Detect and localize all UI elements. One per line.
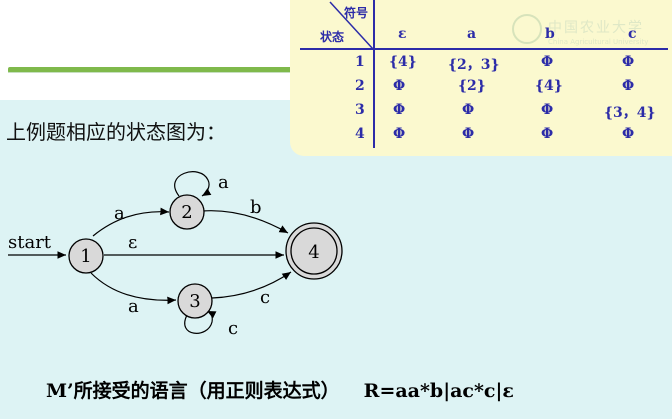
edge-3-4: [211, 271, 292, 299]
cell-4-b: Φ: [541, 126, 554, 142]
cell-4-a: Φ: [462, 126, 475, 142]
col-header-c: c: [628, 26, 637, 42]
loop-2: [174, 171, 212, 197]
col-header-epsilon: ε: [398, 26, 407, 42]
language-statement: M’所接受的语言（用正则表达式） R=aa*b|ac*c|ε: [46, 376, 514, 403]
row-state-1: 1: [355, 54, 365, 70]
edge-label-loop-3: c: [228, 318, 238, 339]
table-header-diagonal: [329, 1, 374, 50]
edge-1-3: [90, 272, 177, 305]
regex-expression: R=aa*b|ac*c|ε: [363, 380, 514, 402]
edge-label-1-4: ε: [128, 232, 137, 253]
state-node-4-inner: [290, 227, 338, 275]
green-divider: [8, 67, 298, 73]
state-node-1: [68, 238, 104, 274]
edge-label-1-2: a: [114, 203, 125, 224]
cell-4-epsilon: Φ: [393, 126, 406, 142]
table-state-rule: [373, 0, 375, 148]
row-state-4: 4: [355, 126, 365, 142]
transition-table-panel: [290, 0, 672, 156]
state-label-4: 4: [308, 242, 319, 263]
row-state-3: 3: [355, 102, 365, 118]
cell-2-epsilon: Φ: [393, 78, 406, 94]
cell-3-a: Φ: [462, 102, 475, 118]
cell-1-b: Φ: [541, 54, 554, 70]
cell-3-b: Φ: [541, 102, 554, 118]
seal-icon: [512, 14, 542, 44]
state-diagram: 1 2 3 4 start a a b ε a c c: [8, 171, 343, 339]
col-header-a: a: [467, 26, 477, 42]
state-label-1: 1: [80, 246, 91, 267]
watermark-subtitle: China Agricultural University: [548, 38, 649, 46]
state-node-3: [177, 283, 213, 319]
cell-3-c: {3，4}: [604, 105, 656, 121]
cell-2-c: Φ: [622, 78, 635, 94]
state-node-2: [169, 194, 205, 230]
state-label-3: 3: [189, 291, 200, 312]
edge-2-4: [201, 210, 289, 234]
diagram-heading: 上例题相应的状态图为：: [6, 120, 226, 144]
loop-3: [184, 310, 217, 334]
row-state-2: 2: [355, 78, 365, 94]
edge-label-2-4: b: [250, 197, 262, 218]
cell-2-a: {2}: [458, 78, 486, 94]
watermark-text: 中国农业大学: [548, 20, 644, 36]
table-header-state: 状态: [320, 30, 345, 44]
language-label: M’所接受的语言（用正则表达式）: [46, 380, 340, 402]
university-watermark: 中国农业大学 China Agricultural University: [512, 14, 662, 50]
table-header-rule: [300, 48, 668, 50]
cell-1-epsilon: {4}: [389, 54, 417, 70]
cell-3-epsilon: Φ: [393, 102, 406, 118]
state-label-2: 2: [181, 202, 192, 223]
edge-label-1-3: a: [128, 296, 139, 317]
col-header-b: b: [545, 26, 555, 42]
cell-1-a: {2，3}: [448, 57, 500, 73]
edge-1-2: [92, 207, 170, 237]
start-label: start: [8, 232, 52, 253]
cell-4-c: Φ: [622, 126, 635, 142]
cell-2-b: {4}: [535, 78, 563, 94]
table-header-symbol: 符号: [344, 6, 369, 20]
edge-label-loop-2: a: [218, 172, 229, 193]
cell-1-c: Φ: [622, 54, 635, 70]
edge-label-3-4: c: [260, 287, 270, 308]
